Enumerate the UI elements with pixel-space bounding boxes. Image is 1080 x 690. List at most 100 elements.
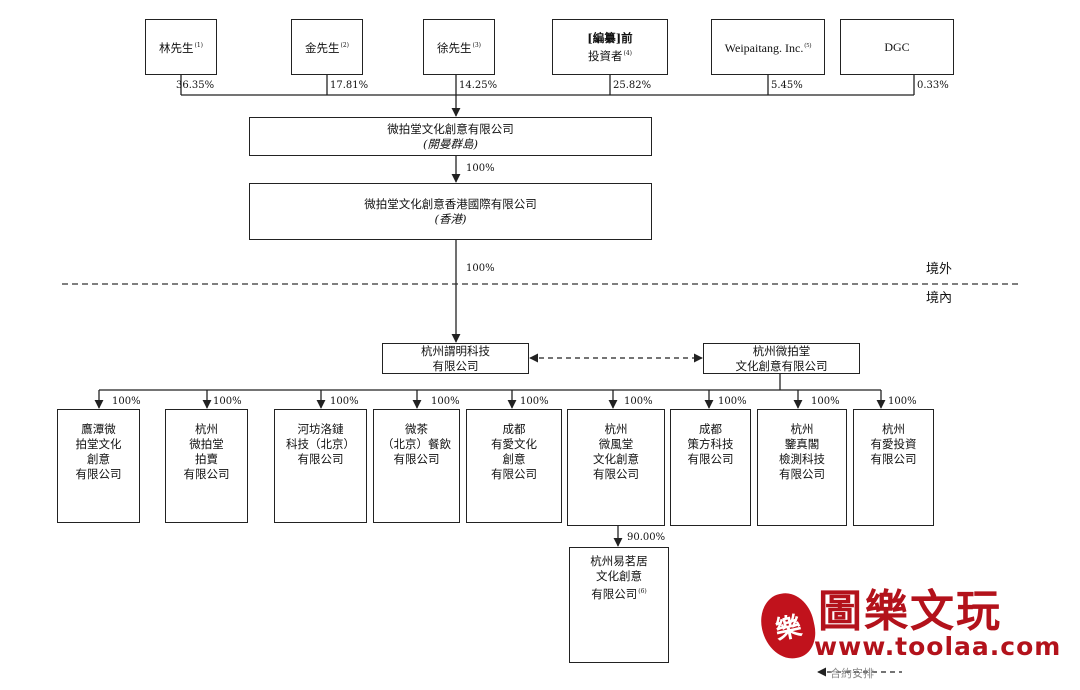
company-name-line: 創意 <box>502 452 526 466</box>
ownership-percent: 14.25% <box>459 80 498 91</box>
ownership-percent: 100% <box>888 396 917 407</box>
footnote-ref: (1) <box>194 42 204 50</box>
company-name-line: 檢測科技 <box>779 452 825 466</box>
shareholder-name-line2: 投資者 <box>588 48 623 63</box>
company-name-line: 有限公司 <box>593 467 639 481</box>
watermark-title: 圖樂文玩 <box>818 586 1002 637</box>
ownership-percent: 17.81% <box>330 80 369 91</box>
subsidiary-box: 杭州 微拍堂 拍賣 有限公司 <box>165 409 248 523</box>
ownership-percent: 100% <box>466 163 495 174</box>
shareholder-name: DGC <box>884 39 910 54</box>
company-name-line: 有限公司 <box>779 467 825 481</box>
subsidiary-box: 河坊洛鏈 科技（北京） 有限公司 <box>274 409 367 523</box>
company-name-line: 有限公司 <box>75 467 122 481</box>
company-name-line: 有限公司 <box>393 452 440 466</box>
opco-box: 杭州微拍堂 文化創意有限公司 <box>703 343 860 374</box>
ownership-percent: 100% <box>431 396 460 407</box>
ownership-percent: 100% <box>330 396 359 407</box>
company-name-line: 杭州微拍堂 <box>752 343 811 358</box>
ownership-percent: 100% <box>718 396 747 407</box>
watermark-seal: 樂 <box>755 588 821 664</box>
subsidiary-box: 杭州 微風堂 文化創意 有限公司 <box>567 409 665 526</box>
contractual-arrangement-label: 合約安排 <box>830 667 874 680</box>
company-name-line: 成都 <box>699 422 722 436</box>
company-name-line: 河坊洛鏈 <box>297 422 344 436</box>
shareholder-box: [編纂]前 投資者(4) <box>552 19 668 75</box>
company-name-line: 有限公司 <box>183 467 230 481</box>
company-name-line: 拍賣 <box>195 452 218 466</box>
ownership-percent: 100% <box>466 263 495 274</box>
company-name-line: 微茶 <box>405 422 428 436</box>
watermark-url: www.toolaa.com <box>814 632 1062 661</box>
company-name-line: 有限公司 <box>687 452 734 466</box>
jurisdiction: (香港) <box>434 211 467 226</box>
company-name: 微拍堂文化創意香港國際有限公司 <box>364 196 537 211</box>
shareholder-box: Weipaitang. Inc.(5) <box>711 19 825 75</box>
company-name-line: 鑒真閣 <box>784 437 820 451</box>
ownership-percent: 100% <box>520 396 549 407</box>
footnote-ref: (2) <box>340 42 350 50</box>
company-name-line: 拍堂文化 <box>75 437 122 451</box>
footnote-ref: (6) <box>638 588 647 595</box>
company-name: 微拍堂文化創意有限公司 <box>387 121 514 136</box>
company-name-line: 科技（北京） <box>286 437 355 451</box>
shareholder-box: DGC <box>840 19 954 75</box>
shareholder-box: 徐先生(3) <box>423 19 495 75</box>
ownership-percent: 5.45% <box>771 80 803 91</box>
footnote-ref: (4) <box>623 49 633 57</box>
ownership-percent: 100% <box>811 396 840 407</box>
company-name-line: 杭州 <box>882 422 905 436</box>
company-name-line: 文化創意 <box>596 569 642 583</box>
shareholder-name: 金先生 <box>305 40 340 55</box>
watermark: 樂 圖樂文玩 www.toolaa.com 合約安排 <box>755 585 1070 685</box>
shareholder-name: Weipaitang. Inc. <box>724 40 804 55</box>
company-name-line: 有限公司 <box>432 358 479 373</box>
parent-company-box: 微拍堂文化創意有限公司 (開曼群島) <box>249 117 652 156</box>
company-name-line: 有愛投資 <box>870 437 917 451</box>
company-name-line: 鷹潭微 <box>81 422 116 436</box>
company-name-line: （北京）餐飲 <box>382 437 451 451</box>
grandchild-box: 杭州易茗居 文化創意 有限公司(6) <box>569 547 669 663</box>
ownership-percent: 25.82% <box>613 80 652 91</box>
subsidiary-box: 成都 有愛文化 創意 有限公司 <box>466 409 562 523</box>
shareholder-name: 徐先生 <box>437 40 472 55</box>
ownership-percent: 100% <box>112 396 141 407</box>
shareholder-box: 林先生(1) <box>145 19 217 75</box>
jurisdiction: (開曼群島) <box>423 136 478 151</box>
company-name-line: 杭州 <box>195 422 218 436</box>
company-name-line: 微拍堂 <box>189 437 224 451</box>
ownership-percent: 100% <box>213 396 242 407</box>
company-name-line: 杭州易茗居 <box>590 554 648 568</box>
shareholder-box: 金先生(2) <box>291 19 363 75</box>
company-name-line: 杭州 <box>604 422 628 436</box>
company-name-line: 有限公司 <box>491 467 537 481</box>
shareholder-name: 林先生 <box>159 40 194 55</box>
onshore-label: 境內 <box>926 291 953 306</box>
offshore-label: 境外 <box>926 262 953 277</box>
company-name-line: 文化創意 <box>593 452 639 466</box>
footnote-ref: (3) <box>472 42 482 50</box>
company-name-line: 創意 <box>87 452 110 466</box>
subsidiary-box: 鷹潭微 拍堂文化 創意 有限公司 <box>57 409 140 523</box>
company-name-line: 策方科技 <box>687 437 734 451</box>
shareholder-name-line1: [編纂]前 <box>587 30 633 45</box>
company-name-line: 成都 <box>502 422 526 436</box>
company-name-line: 杭州謂明科技 <box>421 343 490 358</box>
ownership-percent: 0.33% <box>917 80 949 91</box>
company-name-line: 微風堂 <box>598 437 634 451</box>
subsidiary-box: 微茶 （北京）餐飲 有限公司 <box>373 409 460 523</box>
company-name-line: 有限公司 <box>870 452 917 466</box>
company-name-line: 有愛文化 <box>491 437 537 451</box>
wfoe-box: 杭州謂明科技 有限公司 <box>382 343 529 374</box>
company-name-line: 文化創意有限公司 <box>735 358 828 373</box>
subsidiary-box: 杭州 鑒真閣 檢測科技 有限公司 <box>757 409 847 526</box>
company-name-line: 有限公司 <box>591 586 638 601</box>
subsidiary-box: 成都 策方科技 有限公司 <box>670 409 751 526</box>
ownership-percent: 90.00% <box>627 532 666 543</box>
company-name-line: 杭州 <box>790 422 814 436</box>
subsidiary-box: 杭州 有愛投資 有限公司 <box>853 409 934 526</box>
ownership-percent: 100% <box>624 396 653 407</box>
hk-company-box: 微拍堂文化創意香港國際有限公司 (香港) <box>249 183 652 240</box>
